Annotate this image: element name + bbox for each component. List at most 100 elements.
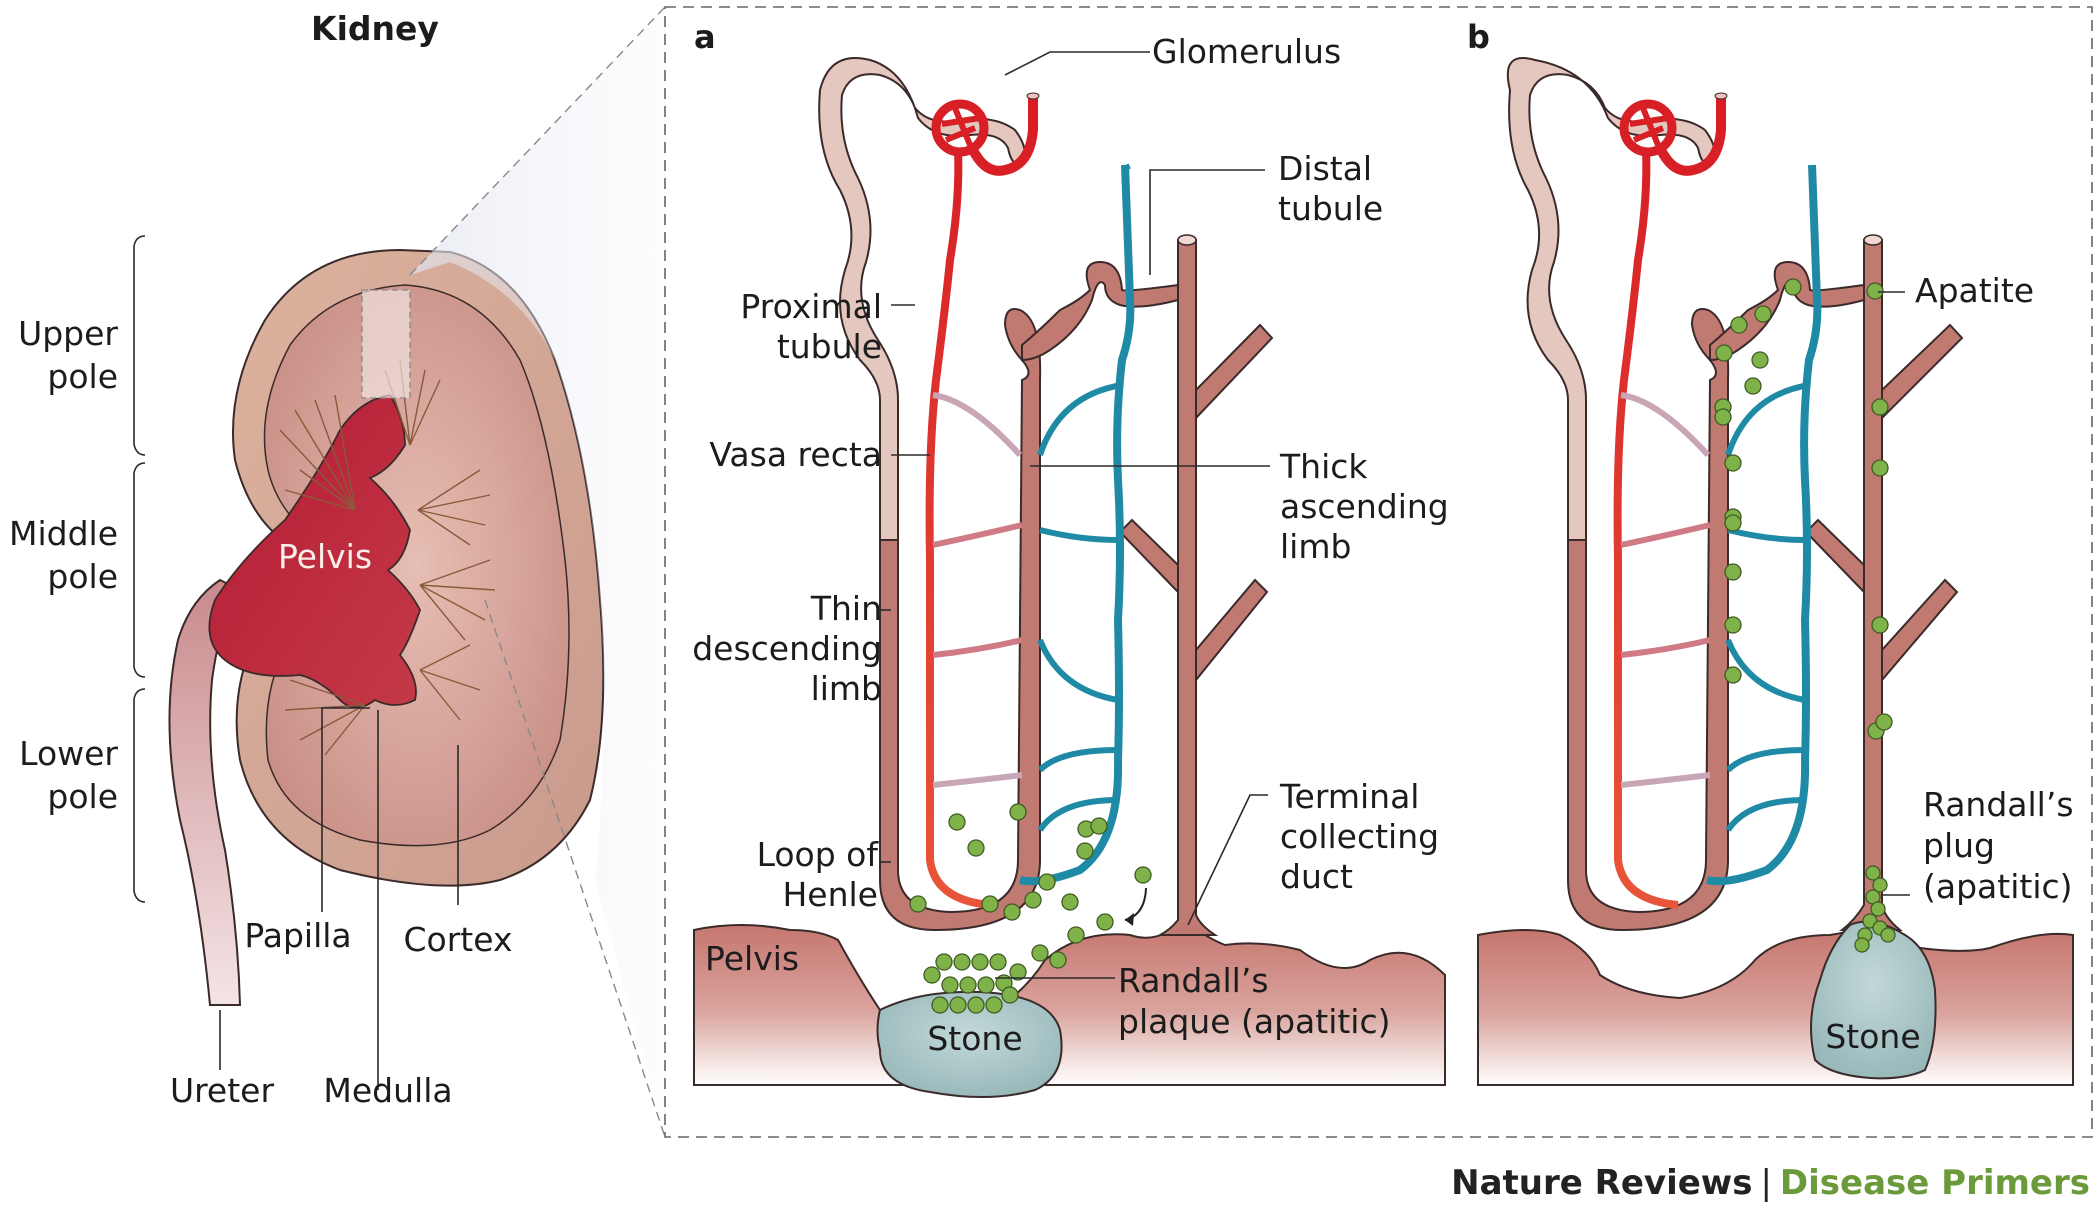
apatite-particle [1715, 344, 1733, 362]
panel-b-letter: b [1467, 18, 1490, 56]
randalls-plug-label-line3: (apatitic) [1923, 867, 2073, 906]
apatite-particle [1724, 616, 1742, 634]
lower-pole-label-line2: pole [47, 777, 118, 816]
lower-pole-bracket [133, 688, 146, 903]
apatite-particle [949, 996, 967, 1014]
apatite-particle [923, 966, 941, 984]
apatite-particle [1880, 927, 1896, 943]
journal-series: Disease Primers [1779, 1163, 2090, 1203]
apatite-particle [1730, 316, 1748, 334]
apatite-particle [1031, 944, 1049, 962]
thick-ascending-limb-label-line2: ascending [1280, 487, 1449, 526]
thick-ascending-limb-label-line1: Thick [1279, 447, 1368, 486]
apatite-particle [1724, 563, 1742, 581]
apatite-particle [981, 895, 999, 913]
apatite-label: Apatite [1915, 271, 2034, 310]
glomerulus-label: Glomerulus [1152, 32, 1341, 71]
vasa-recta-rungs-b [1620, 382, 1810, 832]
apatite-particle [1871, 459, 1889, 477]
apatite-particle [1744, 377, 1762, 395]
apatite-particle [1090, 817, 1108, 835]
apatite-particle [1872, 877, 1888, 893]
lower-pole-label-line1: Lower [19, 734, 118, 773]
distal-tubule-leader [1149, 169, 1265, 275]
collecting-duct-a [1118, 234, 1274, 936]
apatite-particles-a [909, 803, 1152, 1014]
vasa-recta-vein-a [1019, 164, 1135, 886]
thick-ascending-limb-label-line3: limb [1280, 527, 1351, 566]
apatite-particle [1875, 713, 1893, 731]
apatite-particle [1754, 305, 1772, 323]
terminal-collecting-duct-leader [1187, 794, 1268, 926]
proximal-tubule-label-line1: Proximal [740, 287, 882, 326]
apatite-particle [1009, 803, 1027, 821]
apatite-particle [967, 996, 985, 1014]
apatite-particle [1751, 351, 1769, 369]
thin-descending-limb-label-line3: limb [811, 669, 882, 708]
zoom-line-top [409, 6, 666, 276]
loop-of-henle-b [1567, 308, 1730, 932]
migration-arrow [1124, 887, 1147, 921]
zoom-line-bottom [484, 599, 666, 1138]
apatite-particle [1870, 901, 1886, 917]
vasa-recta-rungs-a [932, 382, 1123, 832]
apatite-particle [1061, 893, 1079, 911]
journal-brand: Nature Reviews [1451, 1163, 1753, 1203]
renal-pelvis [208, 394, 421, 709]
loop-of-henle-label-line1: Loop of [757, 835, 880, 874]
randalls-plaque-label-line1: Randall’s [1118, 961, 1269, 1000]
apatite-particle [1096, 913, 1114, 931]
stone-b [1810, 920, 1937, 1080]
apatite-particle [953, 953, 971, 971]
cortex-label: Cortex [404, 920, 513, 959]
apatite-particle [977, 976, 995, 994]
stone-a [876, 990, 1063, 1099]
distal-tubule-label-line1: Distal [1278, 149, 1372, 188]
proximal-tubule-label-line2: tubule [777, 327, 882, 366]
distal-tubule-label-line2: tubule [1278, 189, 1383, 228]
apatite-particle [1866, 282, 1884, 300]
upper-pole-label-line2: pole [47, 357, 118, 396]
apatite-particle [1003, 903, 1021, 921]
apatite-particle [909, 895, 927, 913]
thin-descending-limb-label-line2: descending [692, 629, 882, 668]
apatite-particle [941, 976, 959, 994]
apatite-particle [1784, 278, 1802, 296]
vasa-recta-label: Vasa recta [709, 435, 882, 474]
randalls-plaque-label-line2: plaque (apatitic) [1118, 1002, 1391, 1041]
stone-label-b: Stone [1825, 1017, 1920, 1056]
apatite-particle [959, 976, 977, 994]
migration-arrowhead [1125, 913, 1134, 926]
stone-label-a: Stone [927, 1019, 1022, 1058]
proximal-tubule-a [818, 57, 1026, 552]
distal-tubule-a [1021, 260, 1179, 362]
loop-of-henle-label-line2: Henle [782, 875, 878, 914]
apatite-particle [1067, 926, 1085, 944]
apatite-particle [1871, 616, 1889, 634]
middle-pole-label-line2: pole [47, 557, 118, 596]
vasa-recta-artery-a [925, 149, 991, 909]
pelvis-tissue-b [1477, 923, 2074, 1086]
apatite-particle [948, 813, 966, 831]
vasa-recta-artery-b [1613, 149, 1679, 909]
kidney-title: Kidney [311, 9, 439, 48]
pelvis-label-a: Pelvis [705, 939, 799, 978]
proximal-tubule-b [1506, 57, 1716, 552]
apatite-particle [1724, 454, 1742, 472]
upper-pole-bracket [133, 235, 146, 456]
apatite-particle [1865, 865, 1881, 881]
upper-pole-label-line1: Upper [18, 314, 118, 353]
panel-a-letter: a [694, 18, 716, 56]
vasa-recta-vein-b [1706, 164, 1822, 886]
apatite-particle [1076, 842, 1094, 860]
apatite-particle [1009, 963, 1027, 981]
apatite-particle [1724, 514, 1742, 532]
inset-region-box [361, 289, 411, 399]
apatite-particle [1049, 951, 1067, 969]
kidney-illustration: Kidney Upper pole Middle pole Lower pole… [9, 6, 666, 1138]
apatite-particle [1724, 666, 1742, 684]
apatite-particle [931, 996, 949, 1014]
ureter-label: Ureter [170, 1071, 275, 1110]
loop-of-henle-a [879, 308, 1042, 932]
